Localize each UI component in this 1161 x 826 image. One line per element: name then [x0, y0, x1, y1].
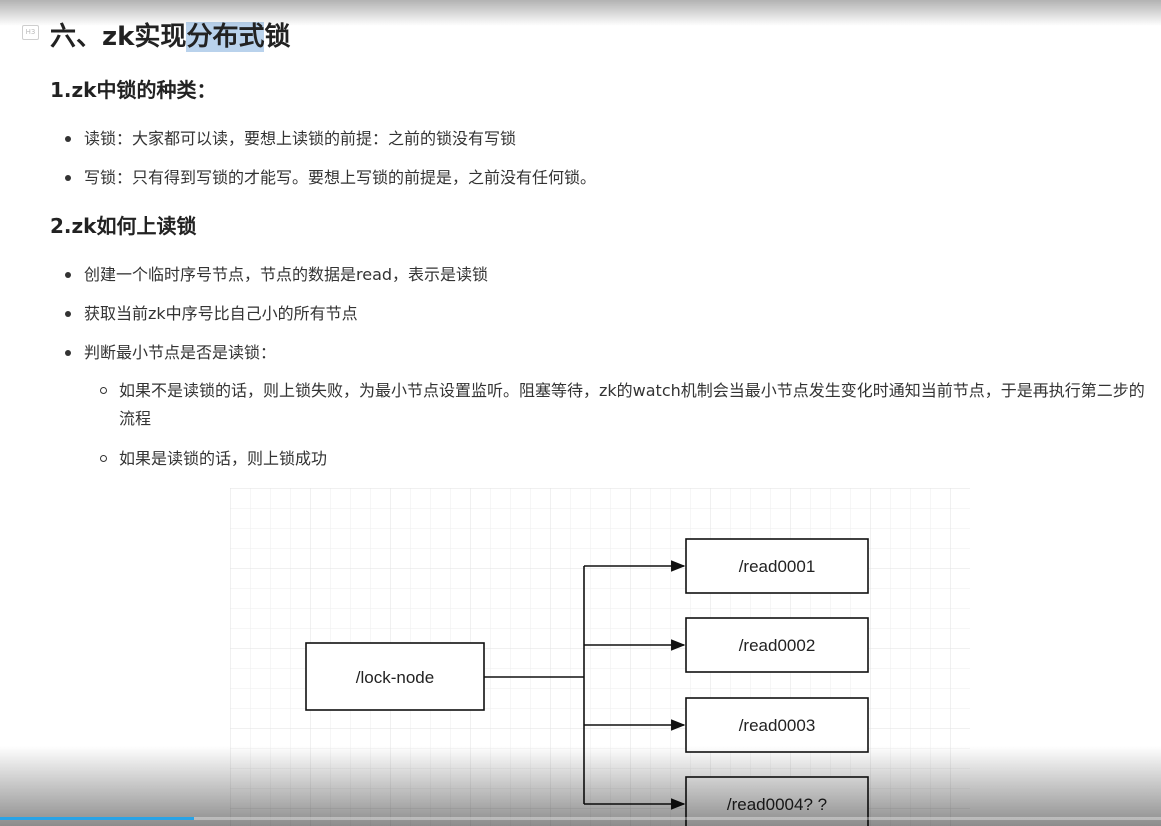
lock-node-box: /lock-node: [305, 642, 485, 711]
list-item-write-lock: 写锁：只有得到写锁的才能写。要想上写锁的前提是，之前没有任何锁。: [64, 168, 597, 187]
diagram-svg: /lock-node /read0001 /read0002 /read0003…: [230, 488, 970, 826]
child-node-label: /read0004? ?: [727, 795, 827, 814]
video-progress-fill: [0, 817, 194, 820]
child-node-label: /read0001: [739, 557, 816, 576]
child-node-label: /read0002: [739, 636, 816, 655]
section-title-lock-types: 1.zk中锁的种类：: [50, 78, 217, 102]
child-node-label: /read0003: [739, 716, 816, 735]
list-item-read-lock: 读锁：大家都可以读，要想上读锁的前提：之前的锁没有写锁: [64, 129, 517, 148]
list-item-step-check-smallest: 判断最小节点是否是读锁：: [64, 343, 277, 362]
child-node-read0002: /read0002: [685, 617, 869, 673]
section-title-read-lock-steps: 2.zk如何上读锁: [50, 214, 197, 238]
video-progress-bar[interactable]: [0, 817, 1161, 820]
child-node-read0003: /read0003: [685, 697, 869, 753]
child-node-read0001: /read0001: [685, 538, 869, 594]
heading-level-marker: H3: [22, 25, 39, 40]
lock-node-label: /lock-node: [356, 668, 434, 687]
list-item-step-create-node: 创建一个临时序号节点，节点的数据是read，表示是读锁: [64, 265, 489, 284]
sub-item-not-read-lock: 如果不是读锁的话，则上锁失败，为最小节点设置监听。阻塞等待，zk的watch机制…: [100, 377, 1149, 433]
list-item-step-get-smaller-nodes: 获取当前zk中序号比自己小的所有节点: [65, 304, 358, 323]
title-highlighted-selection: 分布式: [186, 22, 265, 52]
lock-node-diagram: /lock-node /read0001 /read0002 /read0003…: [230, 488, 970, 826]
title-suffix: 锁: [264, 22, 291, 52]
sub-item-is-read-lock: 如果是读锁的话，则上锁成功: [99, 445, 327, 473]
child-node-read0004: /read0004? ?: [685, 776, 869, 826]
title-prefix: 六、zk实现: [50, 22, 187, 52]
page-title: 六、zk实现分布式锁: [50, 18, 290, 56]
